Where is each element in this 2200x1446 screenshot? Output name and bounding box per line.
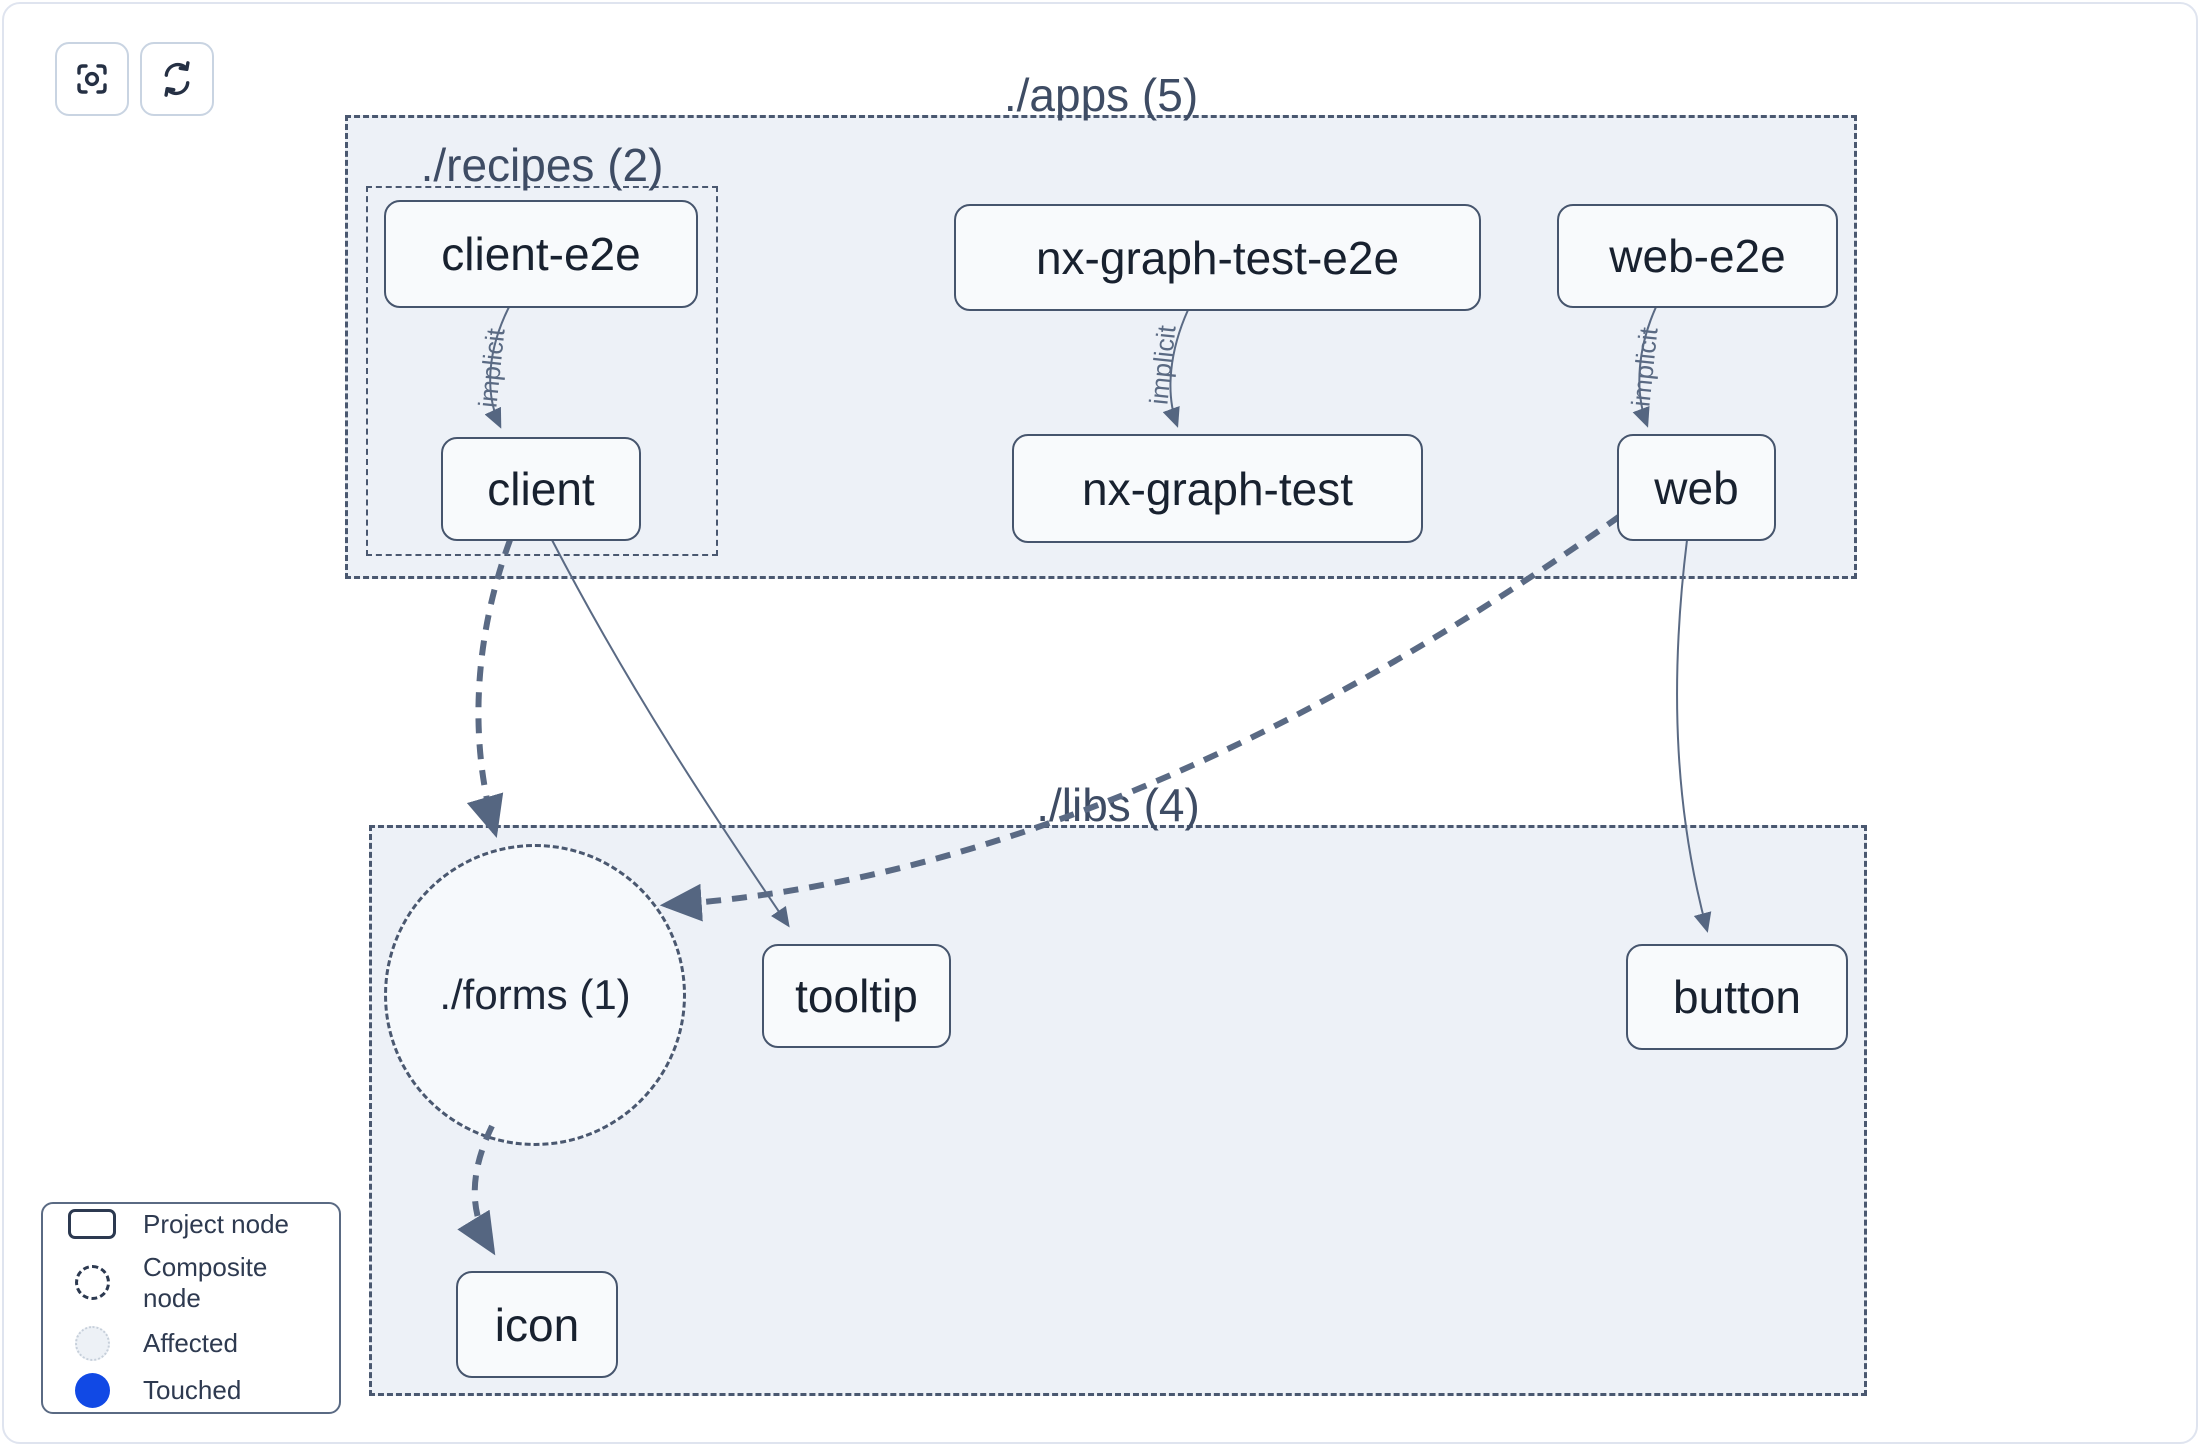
legend-item-composite-node: Composite node bbox=[65, 1252, 325, 1314]
touched-icon bbox=[65, 1372, 119, 1408]
legend-item-project-node: Project node bbox=[65, 1209, 325, 1240]
legend-label: Affected bbox=[143, 1327, 238, 1358]
edge-web-button bbox=[1676, 539, 1712, 933]
legend-label: Composite node bbox=[143, 1251, 268, 1313]
legend: Project node Composite node Affected Tou… bbox=[41, 1202, 341, 1414]
edge-client-forms bbox=[466, 538, 513, 839]
graph-canvas[interactable]: ./apps (5) ./recipes (2) ./libs (4) ./fo… bbox=[4, 4, 2196, 1442]
composite-node-forms-label: ./forms (1) bbox=[439, 971, 631, 1018]
group-recipes: ./recipes (2) bbox=[366, 140, 718, 556]
edges-layer bbox=[457, 306, 1712, 1256]
focus-icon bbox=[73, 60, 111, 98]
node-client-e2e[interactable]: client-e2e bbox=[384, 200, 698, 308]
legend-label: Touched bbox=[143, 1374, 242, 1405]
legend-item-touched: Touched bbox=[65, 1372, 325, 1408]
node-icon[interactable]: icon bbox=[456, 1271, 618, 1378]
group-apps-label[interactable]: ./apps (5) bbox=[1003, 69, 1199, 121]
edge-web-forms bbox=[659, 513, 1622, 922]
group-libs-label[interactable]: ./libs (4) bbox=[1036, 779, 1200, 831]
edge-client-tooltip bbox=[551, 539, 790, 928]
composite-node-forms[interactable]: ./forms (1) bbox=[384, 844, 686, 1146]
edge-web-e2e-web bbox=[1632, 306, 1657, 428]
node-web-e2e[interactable]: web-e2e bbox=[1557, 204, 1838, 308]
group-recipes-label[interactable]: ./recipes (2) bbox=[420, 139, 664, 191]
center-graph-button[interactable] bbox=[55, 42, 129, 116]
affected-icon bbox=[65, 1325, 119, 1361]
refresh-graph-button[interactable] bbox=[140, 42, 214, 116]
node-tooltip[interactable]: tooltip bbox=[762, 944, 951, 1048]
edge-forms-icon bbox=[457, 1124, 496, 1256]
composite-node-icon bbox=[65, 1265, 119, 1300]
legend-item-affected: Affected bbox=[65, 1325, 325, 1361]
edge-client-e2e-client bbox=[484, 306, 510, 429]
refresh-icon bbox=[158, 60, 196, 98]
node-web[interactable]: web bbox=[1617, 434, 1776, 541]
node-button[interactable]: button bbox=[1626, 944, 1848, 1050]
node-client[interactable]: client bbox=[441, 437, 641, 541]
node-nx-graph-test-e2e[interactable]: nx-graph-test-e2e bbox=[954, 204, 1481, 311]
legend-label: Project node bbox=[143, 1208, 289, 1239]
node-nx-graph-test[interactable]: nx-graph-test bbox=[1012, 434, 1423, 543]
edge-nx-graph-test-e2e-nx-graph-test bbox=[1162, 309, 1189, 428]
project-node-icon bbox=[65, 1209, 119, 1239]
